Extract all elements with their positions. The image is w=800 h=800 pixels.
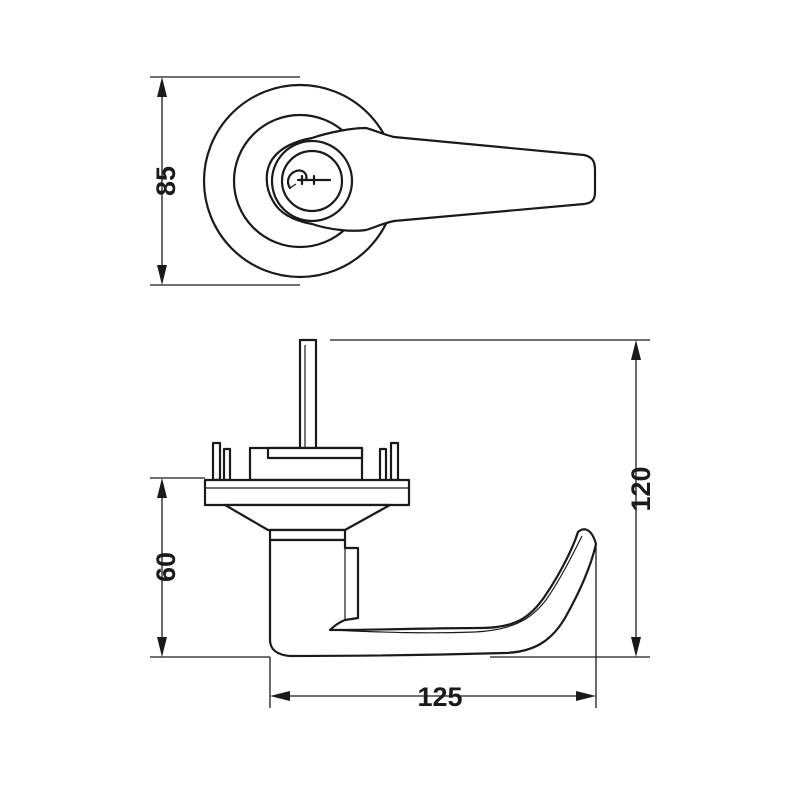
dimension-85: 85: [150, 76, 300, 286]
stud-left-2: [222, 447, 232, 482]
dimension-label-60: 60: [151, 552, 181, 582]
dimension-label-120: 120: [626, 466, 656, 511]
lever-neck: [268, 528, 347, 542]
spindle: [298, 338, 318, 457]
dimension-125: 125: [269, 546, 597, 712]
dimension-label-85: 85: [151, 166, 181, 196]
dimension-120: 120: [330, 339, 656, 658]
rosette-plate: [203, 478, 411, 507]
stud-right: [378, 447, 388, 482]
stud-left: [211, 441, 222, 482]
cylinder-outer-circle: [270, 139, 354, 223]
lever-side-outline: [268, 528, 598, 658]
cylinder-inner-circle: [280, 149, 344, 213]
lever-top-outline: [265, 126, 597, 232]
side-view: [203, 338, 598, 658]
dimension-label-125: 125: [417, 682, 462, 712]
dimension-60: 60: [150, 477, 270, 658]
rosette-taper: [223, 503, 392, 532]
keyway-icon: [286, 169, 332, 190]
top-view: [202, 83, 597, 279]
mount-collar: [266, 446, 364, 460]
stud-right-2: [389, 441, 400, 482]
